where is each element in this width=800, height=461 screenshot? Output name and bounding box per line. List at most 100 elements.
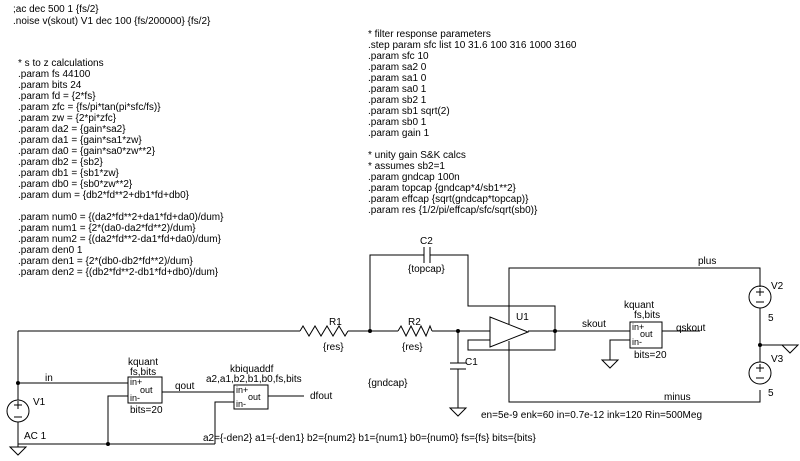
param-line: .param fs 44100 — [18, 69, 91, 80]
param-line: .param sa0 1 — [368, 84, 427, 95]
junction-2 — [456, 329, 460, 333]
kbiquad-pin-out: out — [248, 392, 261, 402]
kquant1-pin-out: out — [140, 385, 153, 395]
value-c1[interactable]: {gndcap} — [368, 378, 408, 389]
wire-c2-right — [430, 254, 556, 331]
value-v1[interactable]: AC 1 — [24, 431, 47, 442]
label-c1[interactable]: C1 — [465, 357, 478, 368]
label-v3[interactable]: V3 — [771, 354, 784, 365]
block-kquant-1 — [127, 376, 163, 404]
param-line: .param zw = {2*pi*zfc} — [18, 113, 117, 124]
param-line: * filter response parameters — [368, 29, 491, 40]
param-line: .param sb1 sqrt(2) — [368, 106, 450, 117]
param-line: .param num2 = {(da2*fd**2-da1*fd+da0)/du… — [18, 234, 221, 245]
param-line: .param db2 = {sb2} — [18, 157, 103, 168]
kquant1-name[interactable]: kquant — [128, 357, 159, 368]
block-kquant-2 — [629, 321, 663, 349]
junction-5 — [106, 442, 110, 446]
param-line: .param num0 = {(da2*fd**2+da1*fd+da0)/du… — [18, 212, 224, 223]
param-line: .param gndcap 100n — [368, 172, 460, 183]
wire-kq2-gnd — [609, 339, 630, 360]
param-line: .param sb0 1 — [368, 117, 427, 128]
net-dfout[interactable]: dfout — [310, 391, 333, 402]
param-line: .param db0 = {sb0*zw**2} — [18, 179, 133, 190]
wire-feedback — [467, 331, 556, 351]
param-line: .param den0 1 — [18, 245, 83, 256]
param-line: .param num1 = {2*(da0-da2*fd**2)/dum} — [18, 223, 196, 234]
directive-ac[interactable]: ;ac dec 500 1 {fs/2} — [13, 4, 99, 15]
block-kbiquaddf — [233, 384, 269, 410]
label-r1[interactable]: R1 — [329, 317, 342, 328]
resistor-r2 — [397, 324, 433, 338]
label-v1[interactable]: V1 — [33, 397, 46, 408]
kquant1-params: fs,bits — [130, 367, 157, 378]
label-v2[interactable]: V2 — [771, 281, 784, 292]
value-v3[interactable]: 5 — [768, 388, 774, 399]
kquant2-bits[interactable]: bits=20 — [634, 350, 667, 361]
param-line: .param sa1 0 — [368, 73, 427, 84]
wire-c2-left — [369, 254, 424, 331]
value-r2[interactable]: {res} — [402, 342, 423, 353]
kbiquad-pin-inm: in- — [236, 399, 247, 409]
kquant1-bits[interactable]: bits=20 — [130, 405, 163, 416]
param-line: .param bits 24 — [18, 80, 82, 91]
param-line: .param effcap {sqrt(gndcap*topcap)} — [368, 194, 529, 205]
net-plus[interactable]: plus — [698, 256, 717, 267]
biquad-params[interactable]: a2={-den2} a1={-den1} b2={num2} b1={num1… — [203, 433, 536, 444]
junction-1 — [368, 329, 372, 333]
param-line: .param den1 = {2*(db0-db2*fd**2)/dum} — [18, 256, 193, 267]
value-v2[interactable]: 5 — [768, 313, 774, 324]
param-line: .param fd = {2*fs} — [18, 91, 96, 102]
param-line: .param den2 = {(db2*fd**2-db1*fd+db0)/du… — [18, 267, 219, 278]
directive-noise[interactable]: .noise v(skout) V1 dec 100 {fs/200000} {… — [13, 16, 211, 27]
label-c2[interactable]: C2 — [420, 236, 433, 247]
wire-biq-gnd — [214, 401, 234, 444]
param-line: * assumes sb2=1 — [368, 161, 445, 172]
net-qout[interactable]: qout — [175, 381, 195, 392]
net-qskout[interactable]: qskout — [676, 323, 706, 334]
param-line: .param da2 = {gain*sa2} — [18, 124, 126, 135]
kquant2-pin-inp: in+ — [632, 322, 645, 332]
param-line: .param da0 = {gain*sa0*zw**2} — [18, 146, 156, 157]
capacitor-c2 — [423, 247, 431, 263]
kquant1-pin-inm: in- — [130, 393, 141, 403]
param-line: .param sa2 0 — [368, 62, 427, 73]
wire-plus — [508, 267, 761, 324]
ground-kq2 — [600, 359, 620, 369]
param-line: .param res {1/2/pi/effcap/sfc/sqrt(sb0)} — [368, 205, 538, 216]
capacitor-c1 — [450, 362, 466, 370]
wire-kq1-gnd — [107, 395, 128, 444]
opamp-params[interactable]: en=5e-9 enk=60 in=0.7e-12 ink=120 Rin=50… — [481, 410, 703, 421]
param-line: .param db1 = {sb1*zw} — [18, 168, 119, 179]
value-c2[interactable]: {topcap} — [408, 264, 445, 275]
net-skout[interactable]: skout — [582, 319, 606, 330]
ground-v2v3 — [780, 344, 800, 354]
ground-c1 — [448, 407, 468, 417]
param-line: .param sb2 1 — [368, 95, 427, 106]
param-line: .param sfc 10 — [368, 51, 429, 62]
junction-4 — [16, 381, 20, 385]
v2-polarity — [756, 288, 764, 303]
param-line: .param dum = {db2*fd**2+db1*fd+db0} — [18, 190, 189, 201]
label-u1[interactable]: U1 — [516, 312, 529, 323]
param-line: .step param sfc list 10 31.6 100 316 100… — [368, 40, 577, 51]
v1-polarity — [14, 401, 22, 418]
param-line: * unity gain S&K calcs — [368, 150, 466, 161]
value-r1[interactable]: {res} — [323, 342, 344, 353]
label-r2[interactable]: R2 — [408, 317, 421, 328]
param-line: .param zfc = {fs/pi*tan(pi*sfc/fs)} — [18, 102, 161, 113]
param-line: * s to z calculations — [18, 58, 104, 69]
junction-3 — [553, 329, 557, 333]
param-line: .param da1 = {gain*sa1*zw} — [18, 135, 142, 146]
junction-6 — [758, 343, 762, 347]
kquant2-pin-inm: in- — [632, 337, 643, 347]
resistor-r1 — [299, 325, 349, 337]
kquant2-pin-out: out — [640, 329, 653, 339]
kbiquad-pin-inp: in+ — [236, 385, 249, 395]
net-minus[interactable]: minus — [664, 392, 691, 403]
net-in[interactable]: in — [45, 373, 53, 384]
kbiquad-name[interactable]: kbiquaddf — [230, 364, 274, 375]
kquant2-name[interactable]: kquant — [624, 300, 655, 311]
